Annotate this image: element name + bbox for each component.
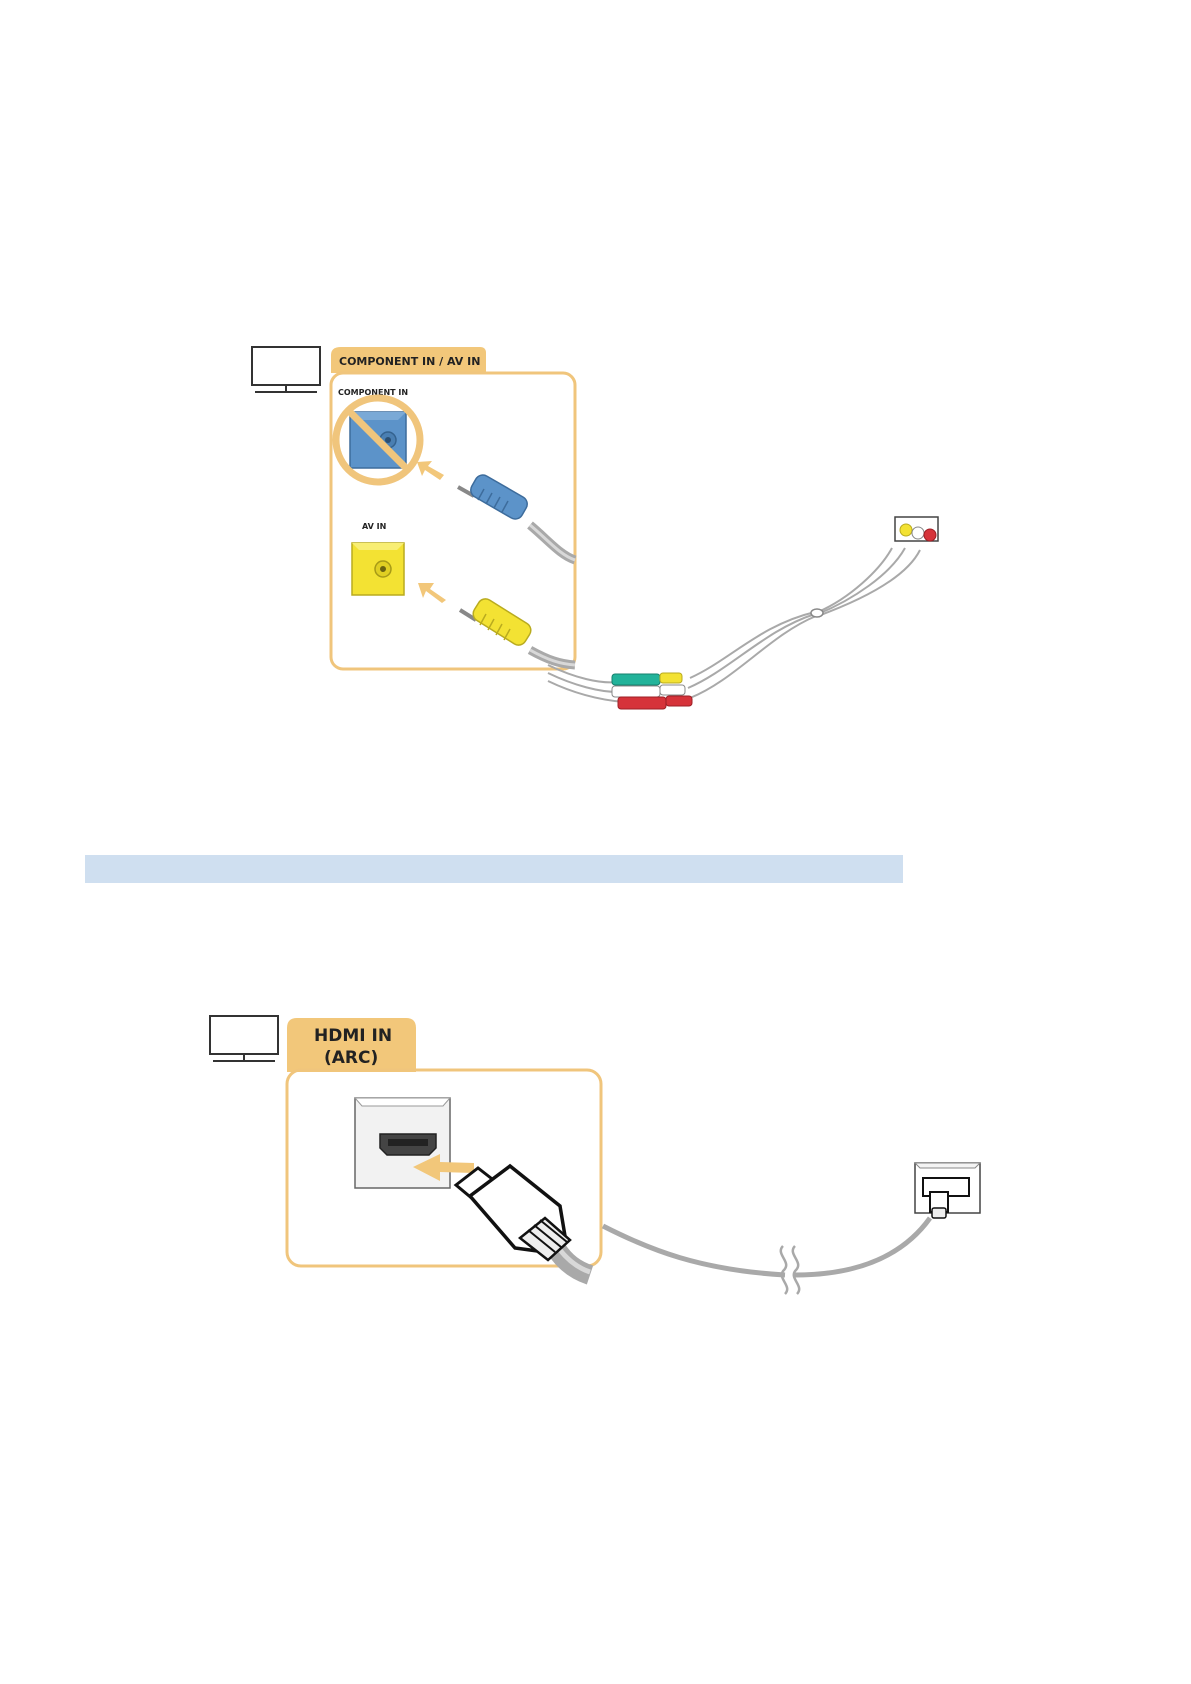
- cable-break-icon: [781, 1246, 799, 1294]
- tab-label-line1: HDMI IN: [314, 1026, 392, 1046]
- section-header-bar: [85, 855, 903, 883]
- hdmi-cable: [603, 1218, 930, 1275]
- external-device-jack: [895, 517, 938, 541]
- av-in-port: [352, 543, 404, 595]
- cable-bundle: [548, 548, 920, 702]
- tab-label-line2: (ARC): [324, 1048, 378, 1068]
- tv-icon: [252, 347, 320, 392]
- hdmi-arc-diagram: HDMI IN (ARC): [0, 1000, 1191, 1360]
- av-in-label: AV IN: [362, 522, 386, 531]
- arrow-icon: [418, 583, 446, 603]
- prohibited-icon: [336, 398, 420, 482]
- tv-icon: [210, 1016, 278, 1061]
- rca-plugs: [612, 673, 692, 709]
- external-device-hdmi: [915, 1163, 980, 1218]
- av-plug: [460, 596, 575, 665]
- tab-label: COMPONENT IN / AV IN: [339, 355, 480, 368]
- component-plug: [458, 472, 575, 560]
- hdmi-plug: [456, 1166, 590, 1275]
- arrow-icon: [417, 461, 444, 480]
- cable-tie: [811, 609, 823, 617]
- component-av-diagram: COMPONENT IN / AV IN COMPONENT IN AV IN: [0, 0, 1191, 780]
